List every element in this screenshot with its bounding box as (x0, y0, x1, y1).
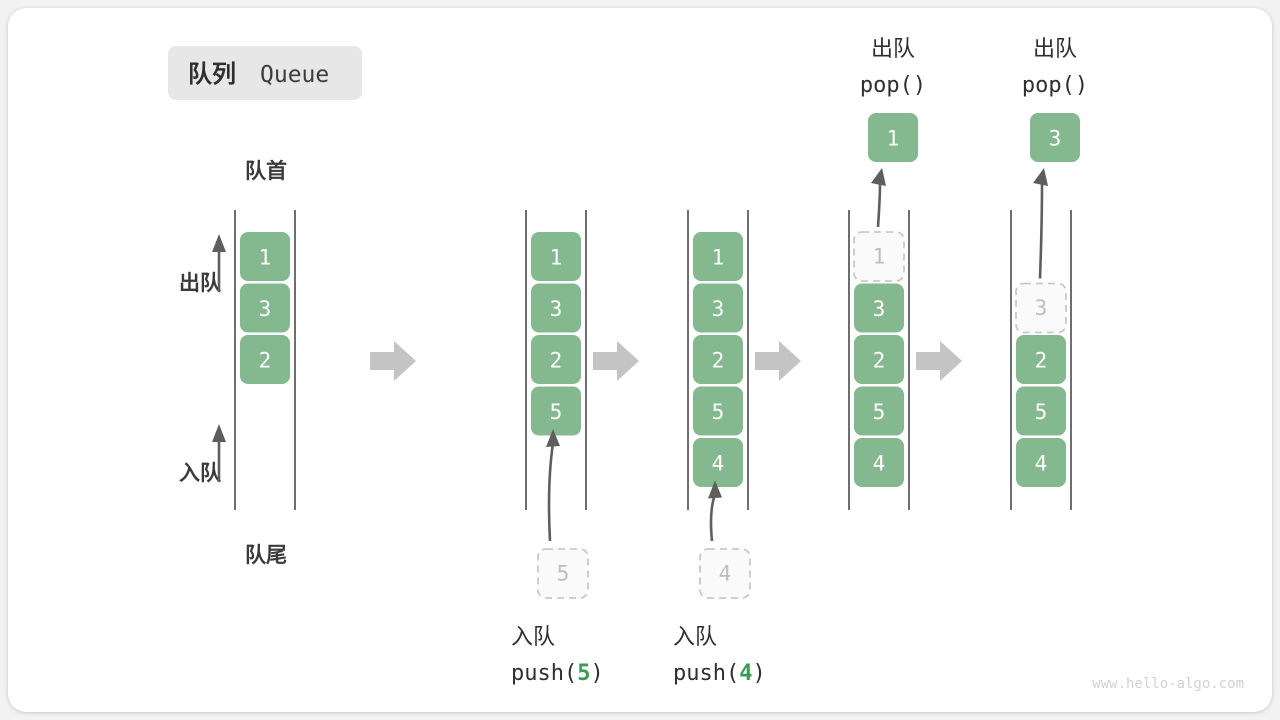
pop-arrow-head (1033, 168, 1048, 186)
watermark: www.hello-algo.com (1092, 676, 1244, 692)
queue-node-value: 3 (712, 297, 725, 321)
transition-arrow (916, 341, 962, 381)
queue-node (854, 335, 904, 384)
queue-node (240, 335, 290, 384)
enqueue-arrow-head (212, 424, 226, 442)
pop-result-value: 3 (1049, 127, 1062, 151)
transition-arrow (593, 341, 639, 381)
queue-node-value: 2 (550, 349, 563, 373)
transition-arrow (370, 341, 416, 381)
queue-node (531, 386, 581, 436)
queue-node-value: 4 (873, 452, 886, 476)
pop-label-call: pop() (1022, 73, 1088, 98)
queue-node (693, 386, 743, 436)
push-arrow-shaft (547, 442, 555, 542)
push-source-box (699, 548, 751, 599)
push-call-prefix: push( (511, 661, 577, 686)
push-label-call: push(4) (673, 661, 766, 686)
pop-label-call: pop() (860, 73, 926, 98)
queue-node-value: 1 (550, 246, 563, 270)
pop-result-value: 1 (887, 127, 900, 151)
push-call-suffix: ) (590, 661, 603, 686)
title-badge-background (168, 46, 362, 100)
transition-arrows-layer (370, 341, 962, 381)
push-label-cn: 入队 (673, 624, 717, 649)
ghost-node-value: 3 (1035, 296, 1048, 320)
ghost-node (1015, 282, 1067, 334)
pop-arrow-shaft (1038, 183, 1044, 279)
queue-column-after-pop-3: 3 2 5 4 3 出队 pop() (1010, 36, 1088, 510)
pop-arrow-head (871, 168, 886, 186)
queue-node-value: 5 (712, 400, 725, 424)
title-badge: 队列 Queue (168, 46, 362, 100)
queue-node-value: 4 (1035, 452, 1048, 476)
dequeue-arrow-head (212, 234, 226, 252)
queue-node (854, 283, 904, 333)
enqueue-label: 入队 (179, 462, 222, 485)
ghost-node (853, 231, 905, 282)
push-arrow-head (546, 429, 560, 447)
pop-result-box (1030, 113, 1080, 162)
queue-node-value: 5 (1035, 400, 1048, 424)
queue-node (854, 386, 904, 436)
queue-node (693, 283, 743, 333)
transition-arrow (755, 341, 801, 381)
queue-node-value: 3 (550, 297, 563, 321)
queue-node-value: 3 (873, 297, 886, 321)
queue-node (1016, 335, 1066, 384)
queue-node-value: 2 (712, 349, 725, 373)
push-arrow-head (708, 480, 722, 499)
queue-node-value: 2 (259, 349, 272, 373)
queue-node-value: 2 (873, 349, 886, 373)
front-label: 队首 (245, 159, 287, 183)
pop-label-cn: 出队 (871, 36, 915, 61)
rear-label: 队尾 (245, 544, 287, 567)
queue-node (531, 283, 581, 333)
queue-node-value: 5 (550, 400, 563, 424)
pop-label-cn: 出队 (1033, 36, 1077, 61)
push-call-value: 4 (739, 661, 752, 686)
dequeue-label: 出队 (179, 272, 222, 295)
push-call-prefix: push( (673, 661, 739, 686)
dequeue-direction: 出队 (179, 234, 226, 295)
push-source-value: 5 (557, 562, 570, 586)
queue-node (240, 232, 290, 281)
title-en: Queue (260, 62, 329, 88)
queue-node (531, 232, 581, 281)
queue-node-value: 1 (712, 246, 725, 270)
queue-column-after-pop-1: 1 3 2 5 4 1 出队 pop() (848, 36, 926, 510)
queue-node-value: 2 (1035, 349, 1048, 373)
push-call-suffix: ) (752, 661, 765, 686)
queue-node (1016, 386, 1066, 436)
queue-node-value: 1 (259, 246, 272, 270)
queue-node-value: 4 (712, 452, 725, 476)
queue-node (693, 232, 743, 281)
queue-columns-layer: 13213255入队push(5)132544入队push(4)132541出队… (234, 36, 1088, 686)
pop-result-box (868, 113, 918, 162)
queue-node-value: 3 (259, 297, 272, 321)
push-call-value: 5 (577, 661, 590, 686)
pop-arrow-shaft (876, 183, 882, 228)
queue-node (693, 335, 743, 384)
enqueue-direction: 入队 (179, 424, 226, 485)
queue-column-initial-queue: 1 3 2 (234, 210, 296, 510)
push-source-box (537, 548, 589, 599)
queue-node (531, 335, 581, 384)
push-source-value: 4 (719, 562, 732, 586)
queue-node (854, 438, 904, 487)
title-cn: 队列 (188, 61, 236, 88)
push-label-cn: 入队 (511, 624, 555, 649)
push-label-call: push(5) (511, 661, 604, 686)
ghost-node-value: 1 (873, 245, 886, 269)
queue-node (240, 283, 290, 333)
queue-node (1016, 438, 1066, 487)
queue-node-value: 5 (873, 400, 886, 424)
push-arrow-shaft (709, 494, 717, 542)
queue-node (693, 438, 743, 487)
